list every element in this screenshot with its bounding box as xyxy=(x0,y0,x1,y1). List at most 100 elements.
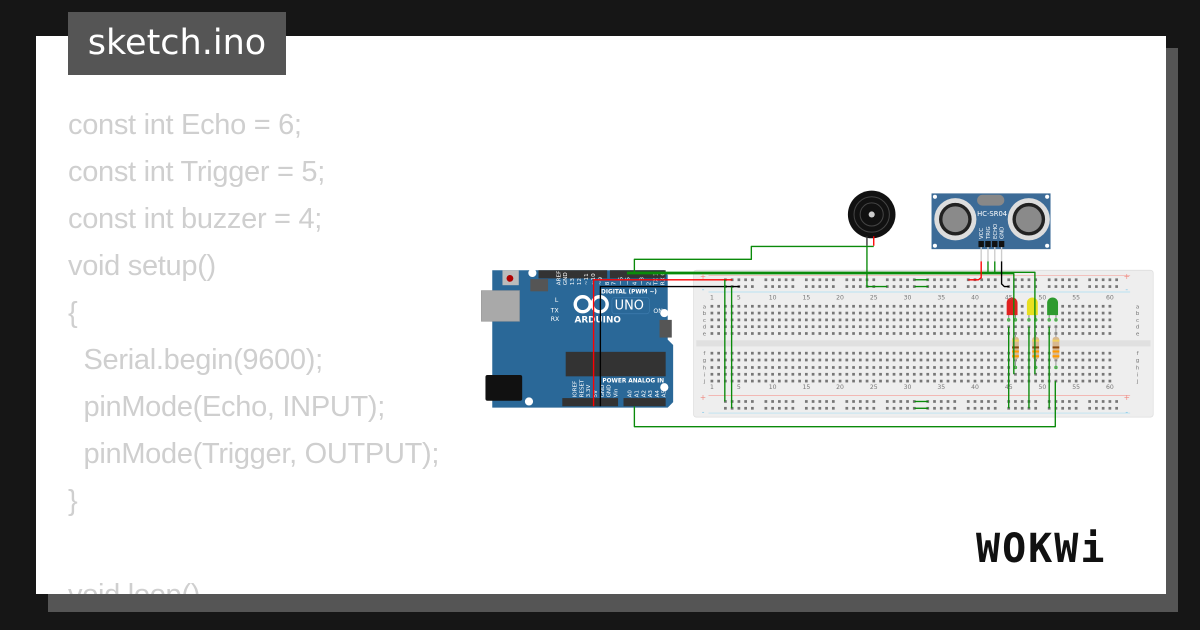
breadboard-hole[interactable] xyxy=(737,318,741,322)
breadboard-hole[interactable] xyxy=(1108,351,1112,355)
rail-hole[interactable] xyxy=(831,285,835,288)
rail-hole[interactable] xyxy=(899,278,903,282)
rail-hole[interactable] xyxy=(831,406,835,410)
breadboard-hole[interactable] xyxy=(838,332,842,335)
breadboard-hole[interactable] xyxy=(791,311,795,315)
breadboard-hole[interactable] xyxy=(1068,318,1071,322)
breadboard-hole[interactable] xyxy=(764,304,768,308)
rail-hole[interactable] xyxy=(818,285,822,288)
breadboard-hole[interactable] xyxy=(966,372,970,376)
rail-hole[interactable] xyxy=(1061,400,1065,403)
rail-hole[interactable] xyxy=(1027,278,1031,282)
breadboard-hole[interactable] xyxy=(764,332,768,335)
breadboard-hole[interactable] xyxy=(777,325,781,329)
breadboard-hole[interactable] xyxy=(993,318,997,322)
breadboard-hole[interactable] xyxy=(1108,325,1112,329)
rail-hole[interactable] xyxy=(872,406,876,410)
breadboard-hole[interactable] xyxy=(818,325,822,329)
breadboard-hole[interactable] xyxy=(798,332,801,335)
breadboard-hole[interactable] xyxy=(717,358,721,362)
breadboard-hole[interactable] xyxy=(811,366,815,369)
rail-hole[interactable] xyxy=(825,278,828,282)
breadboard-hole[interactable] xyxy=(1061,304,1065,308)
breadboard-hole[interactable] xyxy=(892,304,896,308)
rail-hole[interactable] xyxy=(1101,400,1105,403)
breadboard-hole[interactable] xyxy=(953,311,957,315)
breadboard-hole[interactable] xyxy=(737,372,741,376)
breadboard-hole[interactable] xyxy=(791,325,795,329)
rail-hole[interactable] xyxy=(1007,278,1011,282)
breadboard-hole[interactable] xyxy=(993,351,997,355)
breadboard-hole[interactable] xyxy=(892,379,896,383)
breadboard-hole[interactable] xyxy=(966,304,970,308)
breadboard-hole[interactable] xyxy=(804,332,808,335)
rail-hole[interactable] xyxy=(892,278,896,282)
rail-hole[interactable] xyxy=(818,406,822,410)
breadboard-hole[interactable] xyxy=(1101,379,1105,383)
breadboard-hole[interactable] xyxy=(751,311,754,315)
rail-hole[interactable] xyxy=(939,278,943,282)
breadboard-hole[interactable] xyxy=(838,311,842,315)
breadboard-hole[interactable] xyxy=(1074,351,1078,355)
breadboard-hole[interactable] xyxy=(899,318,903,322)
breadboard-hole[interactable] xyxy=(960,318,963,322)
breadboard-hole[interactable] xyxy=(852,332,855,335)
trigger-wire[interactable] xyxy=(626,271,1036,375)
rail-hole[interactable] xyxy=(811,400,815,403)
rail-hole[interactable] xyxy=(939,285,943,288)
rail-hole[interactable] xyxy=(899,406,903,410)
breadboard-hole[interactable] xyxy=(852,311,855,315)
breadboard-hole[interactable] xyxy=(993,325,997,329)
rail-hole[interactable] xyxy=(751,285,754,288)
rail-hole[interactable] xyxy=(987,285,990,288)
breadboard-hole[interactable] xyxy=(845,332,849,335)
breadboard-hole[interactable] xyxy=(980,351,984,355)
breadboard-hole[interactable] xyxy=(966,358,970,362)
breadboard-hole[interactable] xyxy=(919,351,923,355)
breadboard-hole[interactable] xyxy=(804,318,808,322)
breadboard-hole[interactable] xyxy=(804,366,808,369)
breadboard-hole[interactable] xyxy=(939,366,943,369)
breadboard-hole[interactable] xyxy=(764,366,768,369)
rail-hole[interactable] xyxy=(946,406,950,410)
breadboard-hole[interactable] xyxy=(818,311,822,315)
breadboard-hole[interactable] xyxy=(1020,318,1024,322)
breadboard-hole[interactable] xyxy=(1014,332,1017,335)
breadboard-hole[interactable] xyxy=(858,351,862,355)
rail-hole[interactable] xyxy=(1095,278,1098,282)
breadboard-hole[interactable] xyxy=(858,304,862,308)
breadboard-hole[interactable] xyxy=(838,318,842,322)
breadboard-hole[interactable] xyxy=(811,332,815,335)
breadboard-hole[interactable] xyxy=(879,325,882,329)
rail-hole[interactable] xyxy=(1034,400,1038,403)
breadboard-hole[interactable] xyxy=(831,351,835,355)
rail-hole[interactable] xyxy=(1088,278,1092,282)
breadboard-hole[interactable] xyxy=(1074,332,1078,335)
breadboard-hole[interactable] xyxy=(1041,332,1044,335)
rail-hole[interactable] xyxy=(730,406,734,410)
rail-hole[interactable] xyxy=(811,278,815,282)
breadboard-hole[interactable] xyxy=(777,351,781,355)
breadboard-hole[interactable] xyxy=(973,318,977,322)
breadboard-hole[interactable] xyxy=(899,325,903,329)
rail-hole[interactable] xyxy=(784,400,788,403)
breadboard-hole[interactable] xyxy=(764,311,768,315)
breadboard-hole[interactable] xyxy=(973,379,977,383)
breadboard-hole[interactable] xyxy=(879,332,882,335)
breadboard-hole[interactable] xyxy=(744,318,747,322)
breadboard-hole[interactable] xyxy=(845,379,849,383)
rail-hole[interactable] xyxy=(1088,285,1092,288)
breadboard-hole[interactable] xyxy=(993,366,997,369)
breadboard-hole[interactable] xyxy=(919,332,923,335)
rail-hole[interactable] xyxy=(751,278,754,282)
breadboard-hole[interactable] xyxy=(751,351,754,355)
breadboard-hole[interactable] xyxy=(1020,366,1024,369)
breadboard-hole[interactable] xyxy=(865,318,869,322)
breadboard-hole[interactable] xyxy=(784,372,788,376)
breadboard-hole[interactable] xyxy=(744,372,747,376)
breadboard-hole[interactable] xyxy=(926,332,930,335)
breadboard-hole[interactable] xyxy=(1041,351,1044,355)
breadboard-hole[interactable] xyxy=(946,372,950,376)
breadboard-hole[interactable] xyxy=(1088,366,1092,369)
breadboard-hole[interactable] xyxy=(798,366,801,369)
